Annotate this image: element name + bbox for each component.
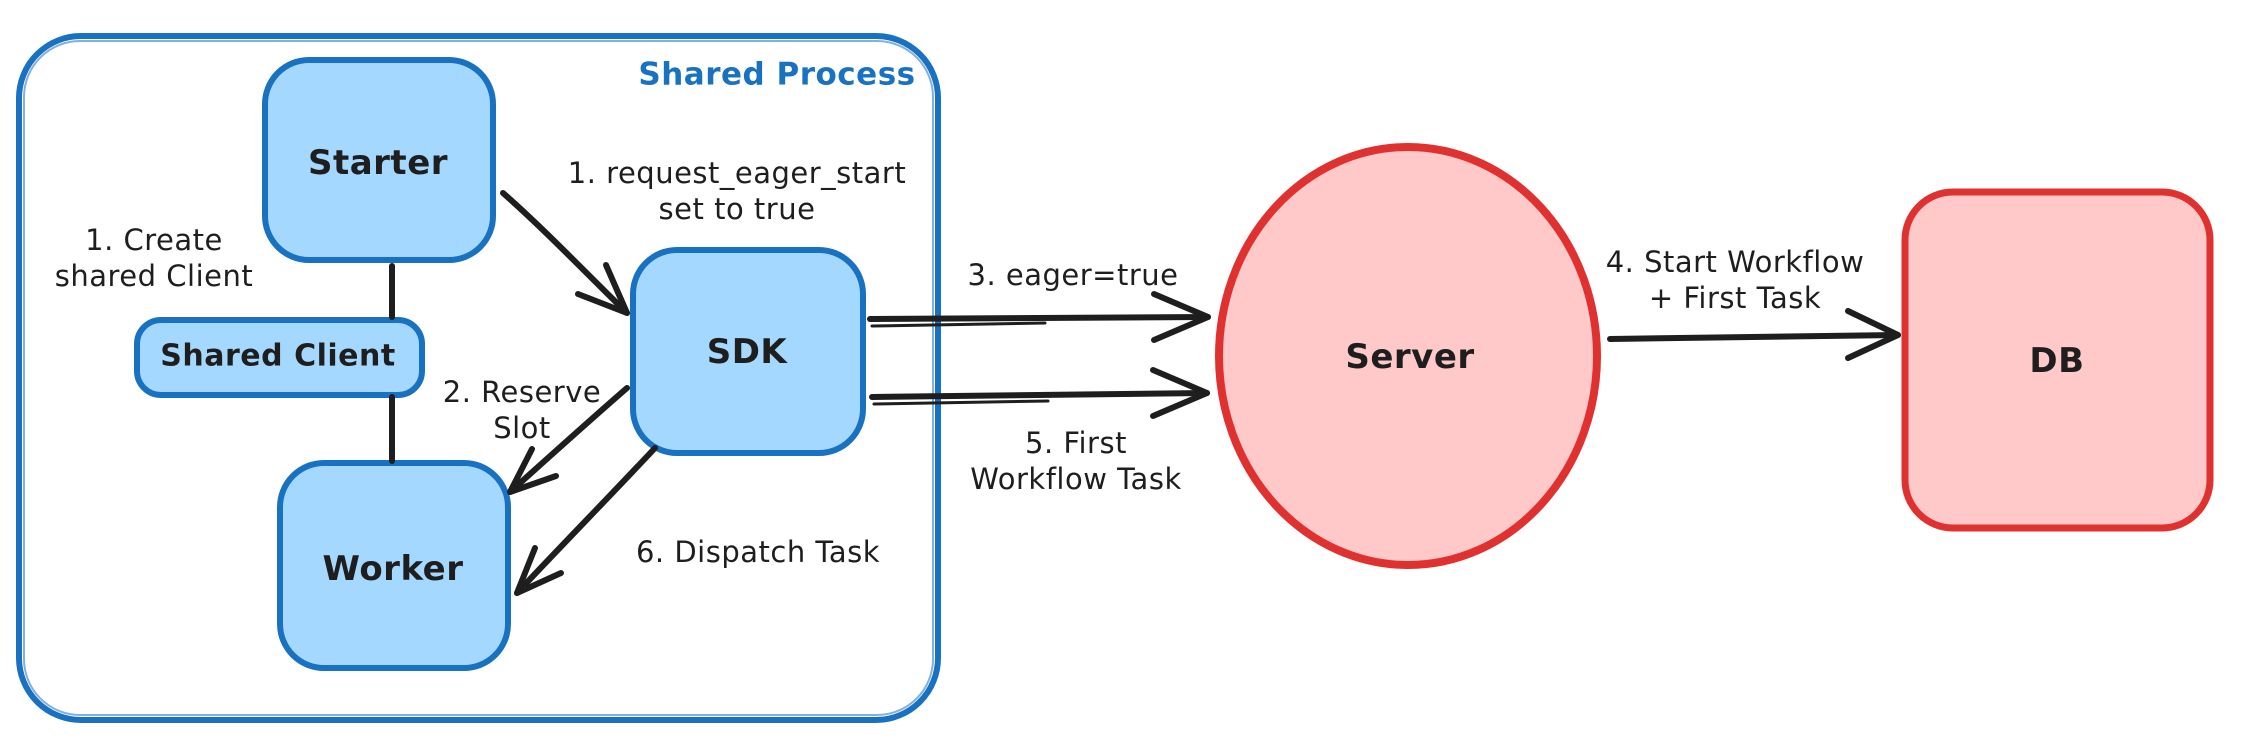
arrow-sdk-to-worker-reserve [507, 385, 630, 495]
note-start-workflow-first-task: 4. Start Workflow + First Task [1605, 244, 1865, 315]
note-reserve-slot: 2. Reserve Slot [442, 374, 602, 445]
sdk-node-label: SDK [706, 331, 788, 372]
arrow-server-to-db [1607, 308, 1901, 361]
worker-node-label: Worker [322, 548, 464, 589]
note-request-eager-start: 1. request_eager_start set to true [567, 155, 907, 226]
server-node-label: Server [1345, 336, 1475, 377]
note-create-shared-client: 1. Create shared Client [54, 222, 254, 293]
db-node-shape [1901, 188, 2214, 532]
arrow-sdk-to-server-eager [867, 291, 1211, 343]
starter-node-shape [262, 57, 496, 263]
starter-node-label: Starter [307, 142, 449, 183]
shared-process-container [16, 33, 941, 723]
arrow-sdk-to-server-first-task [869, 367, 1210, 419]
sdk-node-shape [630, 247, 866, 456]
arrow-starter-to-sdk [500, 190, 630, 316]
shared-client-node-label: Shared Client [160, 338, 396, 374]
server-node-shape [1215, 143, 1601, 569]
note-eager-true: 3. eager=true [967, 257, 1179, 292]
arrow-sdk-to-worker-dispatch [514, 445, 658, 596]
shared-process-label: Shared Process [638, 56, 916, 93]
shared-process-container-sketch-stroke [23, 40, 934, 716]
note-first-workflow-task: 5. First Workflow Task [970, 425, 1182, 496]
note-dispatch-task: 6. Dispatch Task [635, 534, 881, 569]
db-node-label: DB [2029, 340, 2085, 381]
shared-client-node-shape [134, 317, 425, 398]
